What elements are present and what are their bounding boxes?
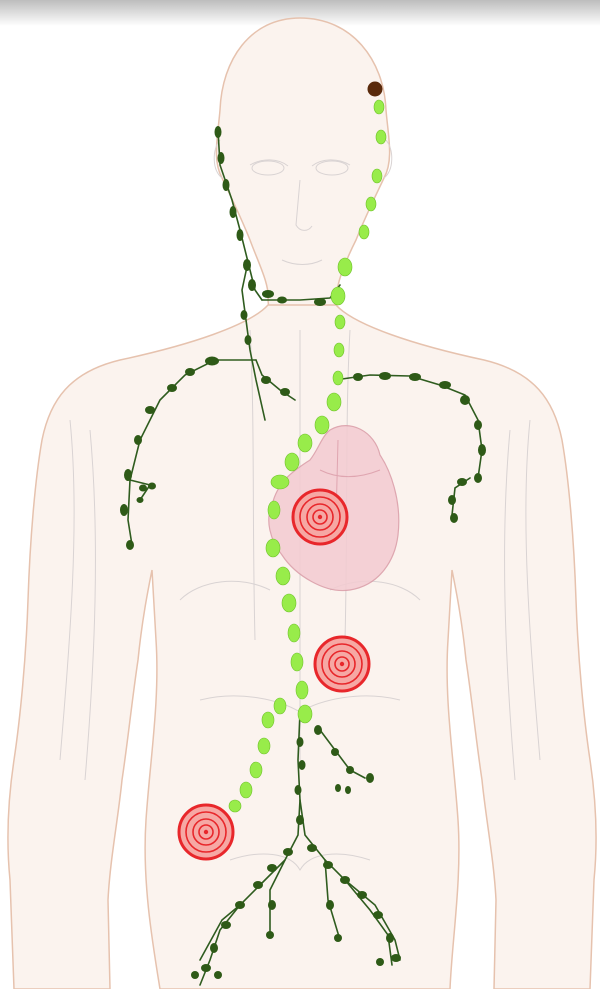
target-chest[interactable]: [293, 490, 347, 544]
target-abdomen[interactable]: [315, 637, 369, 691]
target-left-hip[interactable]: [179, 805, 233, 859]
start-node-dot[interactable]: [368, 82, 383, 97]
torso-outline: [8, 305, 596, 989]
head-outline: [216, 18, 389, 328]
